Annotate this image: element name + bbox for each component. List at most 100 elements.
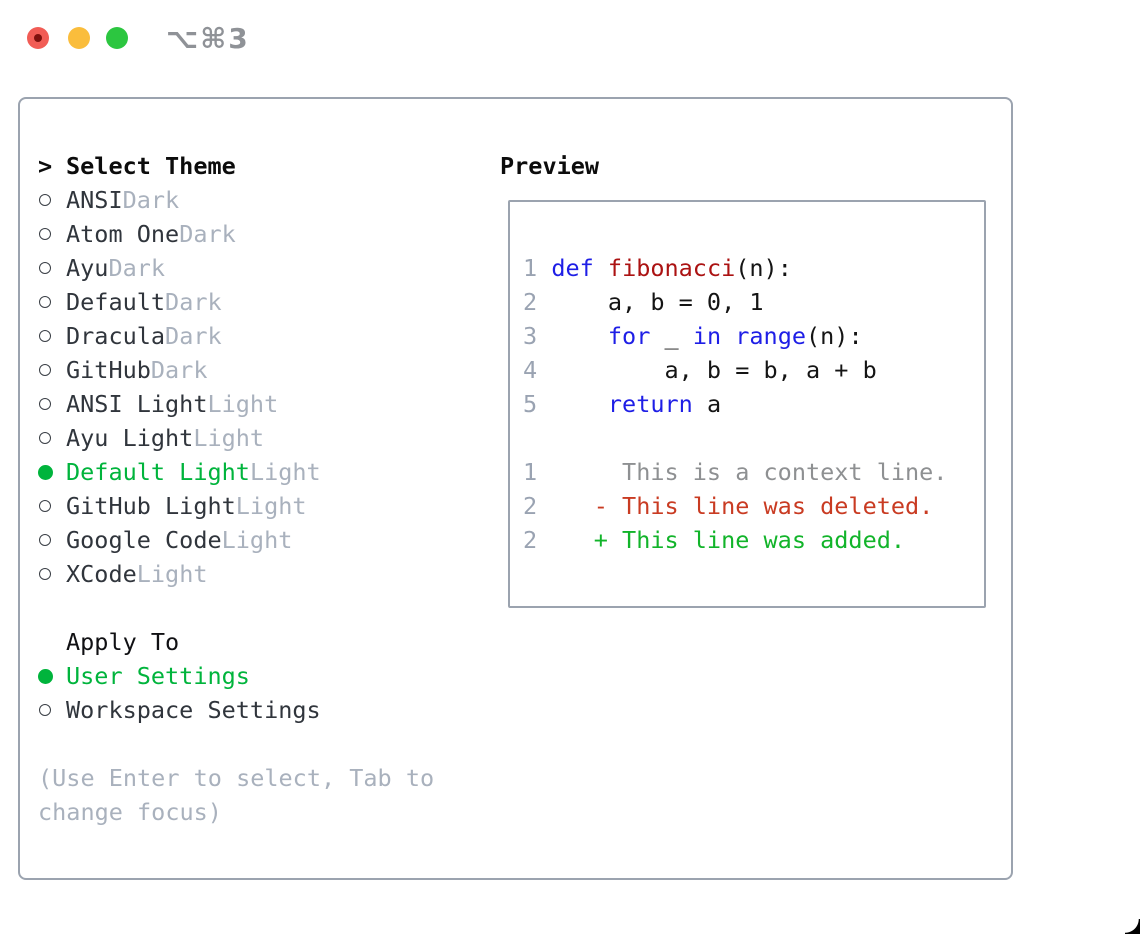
theme-variant: Light xyxy=(136,560,208,588)
circle-icon xyxy=(39,364,51,376)
theme-option-ansi-light[interactable]: ANSI Light Light xyxy=(38,387,488,421)
circle-icon xyxy=(39,262,51,274)
apply-to-header: Apply To xyxy=(38,625,488,659)
theme-variant: Light xyxy=(193,424,265,452)
circle-icon xyxy=(39,398,51,410)
code-segment-fn: fibonacci xyxy=(607,254,736,282)
line-number: 4 xyxy=(523,356,538,384)
circle-icon xyxy=(39,330,51,342)
radio-unselected-icon xyxy=(38,568,66,580)
select-theme-label: Select Theme xyxy=(66,152,236,180)
hint-line-1: (Use Enter to select, Tab to xyxy=(38,764,435,792)
code-segment-plain: _ xyxy=(650,322,693,350)
circle-icon xyxy=(39,534,51,546)
apply-option-user-settings[interactable]: User Settings xyxy=(38,659,488,693)
theme-option-default[interactable]: Default Dark xyxy=(38,285,488,319)
line-number: 2 xyxy=(523,288,538,316)
spacer xyxy=(38,591,488,625)
code-segment-plain xyxy=(594,254,608,282)
code-segment-ctx: This is a context line. xyxy=(537,458,948,486)
theme-option-dracula[interactable]: Dracula Dark xyxy=(38,319,488,353)
theme-option-xcode[interactable]: XCode Light xyxy=(38,557,488,591)
code-segment-plain: a, b = b, a + b xyxy=(537,356,877,384)
circle-icon xyxy=(39,228,51,240)
window-corner-notch xyxy=(1125,919,1140,934)
theme-variant: Light xyxy=(207,390,279,418)
radio-unselected-icon xyxy=(38,364,66,376)
apply-option-label: User Settings xyxy=(66,662,250,690)
theme-option-github-light[interactable]: GitHub Light Light xyxy=(38,489,488,523)
close-button[interactable] xyxy=(27,27,49,49)
code-segment-add: + This line was added. xyxy=(537,526,906,554)
code-segment-plain: (n): xyxy=(735,254,792,282)
theme-option-ayu-light[interactable]: Ayu Light Light xyxy=(38,421,488,455)
filled-circle-icon xyxy=(38,464,53,480)
radio-unselected-icon xyxy=(38,500,66,512)
code-segment-kw: for xyxy=(607,322,651,350)
preview-title: Preview xyxy=(500,152,600,180)
radio-unselected-icon xyxy=(38,296,66,308)
theme-option-github[interactable]: GitHub Dark xyxy=(38,353,488,387)
code-segment-plain xyxy=(537,390,608,418)
theme-option-atom-one[interactable]: Atom One Dark xyxy=(38,217,488,251)
theme-option-ayu[interactable]: Ayu Dark xyxy=(38,251,488,285)
code-segment-plain: a xyxy=(692,390,722,418)
code-segment-plain xyxy=(537,322,608,350)
line-number: 5 xyxy=(523,390,538,418)
line-number: 2 xyxy=(523,526,538,554)
minimize-button[interactable] xyxy=(68,27,90,49)
theme-name: Default Light xyxy=(66,458,250,486)
radio-unselected-icon xyxy=(38,330,66,342)
code-line: 2 + This line was added. xyxy=(523,523,984,557)
radio-unselected-icon xyxy=(38,194,66,206)
focus-caret-icon: > xyxy=(38,152,53,180)
window-title: ⌥⌘3 xyxy=(166,22,250,55)
circle-icon xyxy=(39,296,51,308)
theme-variant: Light xyxy=(249,458,321,486)
theme-name: Ayu xyxy=(66,254,109,282)
spacer xyxy=(38,727,488,761)
theme-name: Default xyxy=(66,288,166,316)
theme-name: Dracula xyxy=(66,322,166,350)
line-number: 1 xyxy=(523,458,538,486)
theme-name: Google Code xyxy=(66,526,222,554)
theme-variant: Light xyxy=(235,492,307,520)
radio-unselected-icon xyxy=(38,398,66,410)
line-number: 3 xyxy=(523,322,538,350)
preview-pane: Preview 1 def fibonacci(n):2 a, b = 0, 1… xyxy=(500,149,990,608)
radio-unselected-icon xyxy=(38,534,66,546)
maximize-button[interactable] xyxy=(106,27,128,49)
theme-name: GitHub Light xyxy=(66,492,236,520)
theme-variant: Dark xyxy=(165,288,222,316)
record-dot-icon xyxy=(34,34,42,42)
circle-icon xyxy=(39,432,51,444)
apply-option-workspace-settings[interactable]: Workspace Settings xyxy=(38,693,488,727)
theme-name: ANSI xyxy=(66,186,123,214)
theme-option-ansi[interactable]: ANSI Dark xyxy=(38,183,488,217)
theme-name: GitHub xyxy=(66,356,151,384)
theme-name: ANSI Light xyxy=(66,390,208,418)
theme-variant: Dark xyxy=(122,186,180,214)
theme-name: XCode xyxy=(66,560,137,588)
apply-to-label: Apply To xyxy=(66,628,180,656)
line-number: 1 xyxy=(523,254,538,282)
filled-circle-icon xyxy=(38,668,53,684)
window-titlebar: ⌥⌘3 xyxy=(0,0,1140,76)
code-line: 2 - This line was deleted. xyxy=(523,489,984,523)
line-number: 2 xyxy=(523,492,538,520)
radio-selected-icon xyxy=(38,464,66,480)
code-segment-kw: range xyxy=(735,322,807,350)
radio-unselected-icon xyxy=(38,704,66,716)
theme-variant: Dark xyxy=(150,356,208,384)
code-segment-plain: (n): xyxy=(806,322,863,350)
radio-unselected-icon xyxy=(38,228,66,240)
code-segment-del: - This line was deleted. xyxy=(537,492,934,520)
code-line: 5 return a xyxy=(523,387,984,421)
theme-option-google-code[interactable]: Google Code Light xyxy=(38,523,488,557)
theme-option-default-light[interactable]: Default Light Light xyxy=(38,455,488,489)
code-segment-plain xyxy=(721,322,735,350)
